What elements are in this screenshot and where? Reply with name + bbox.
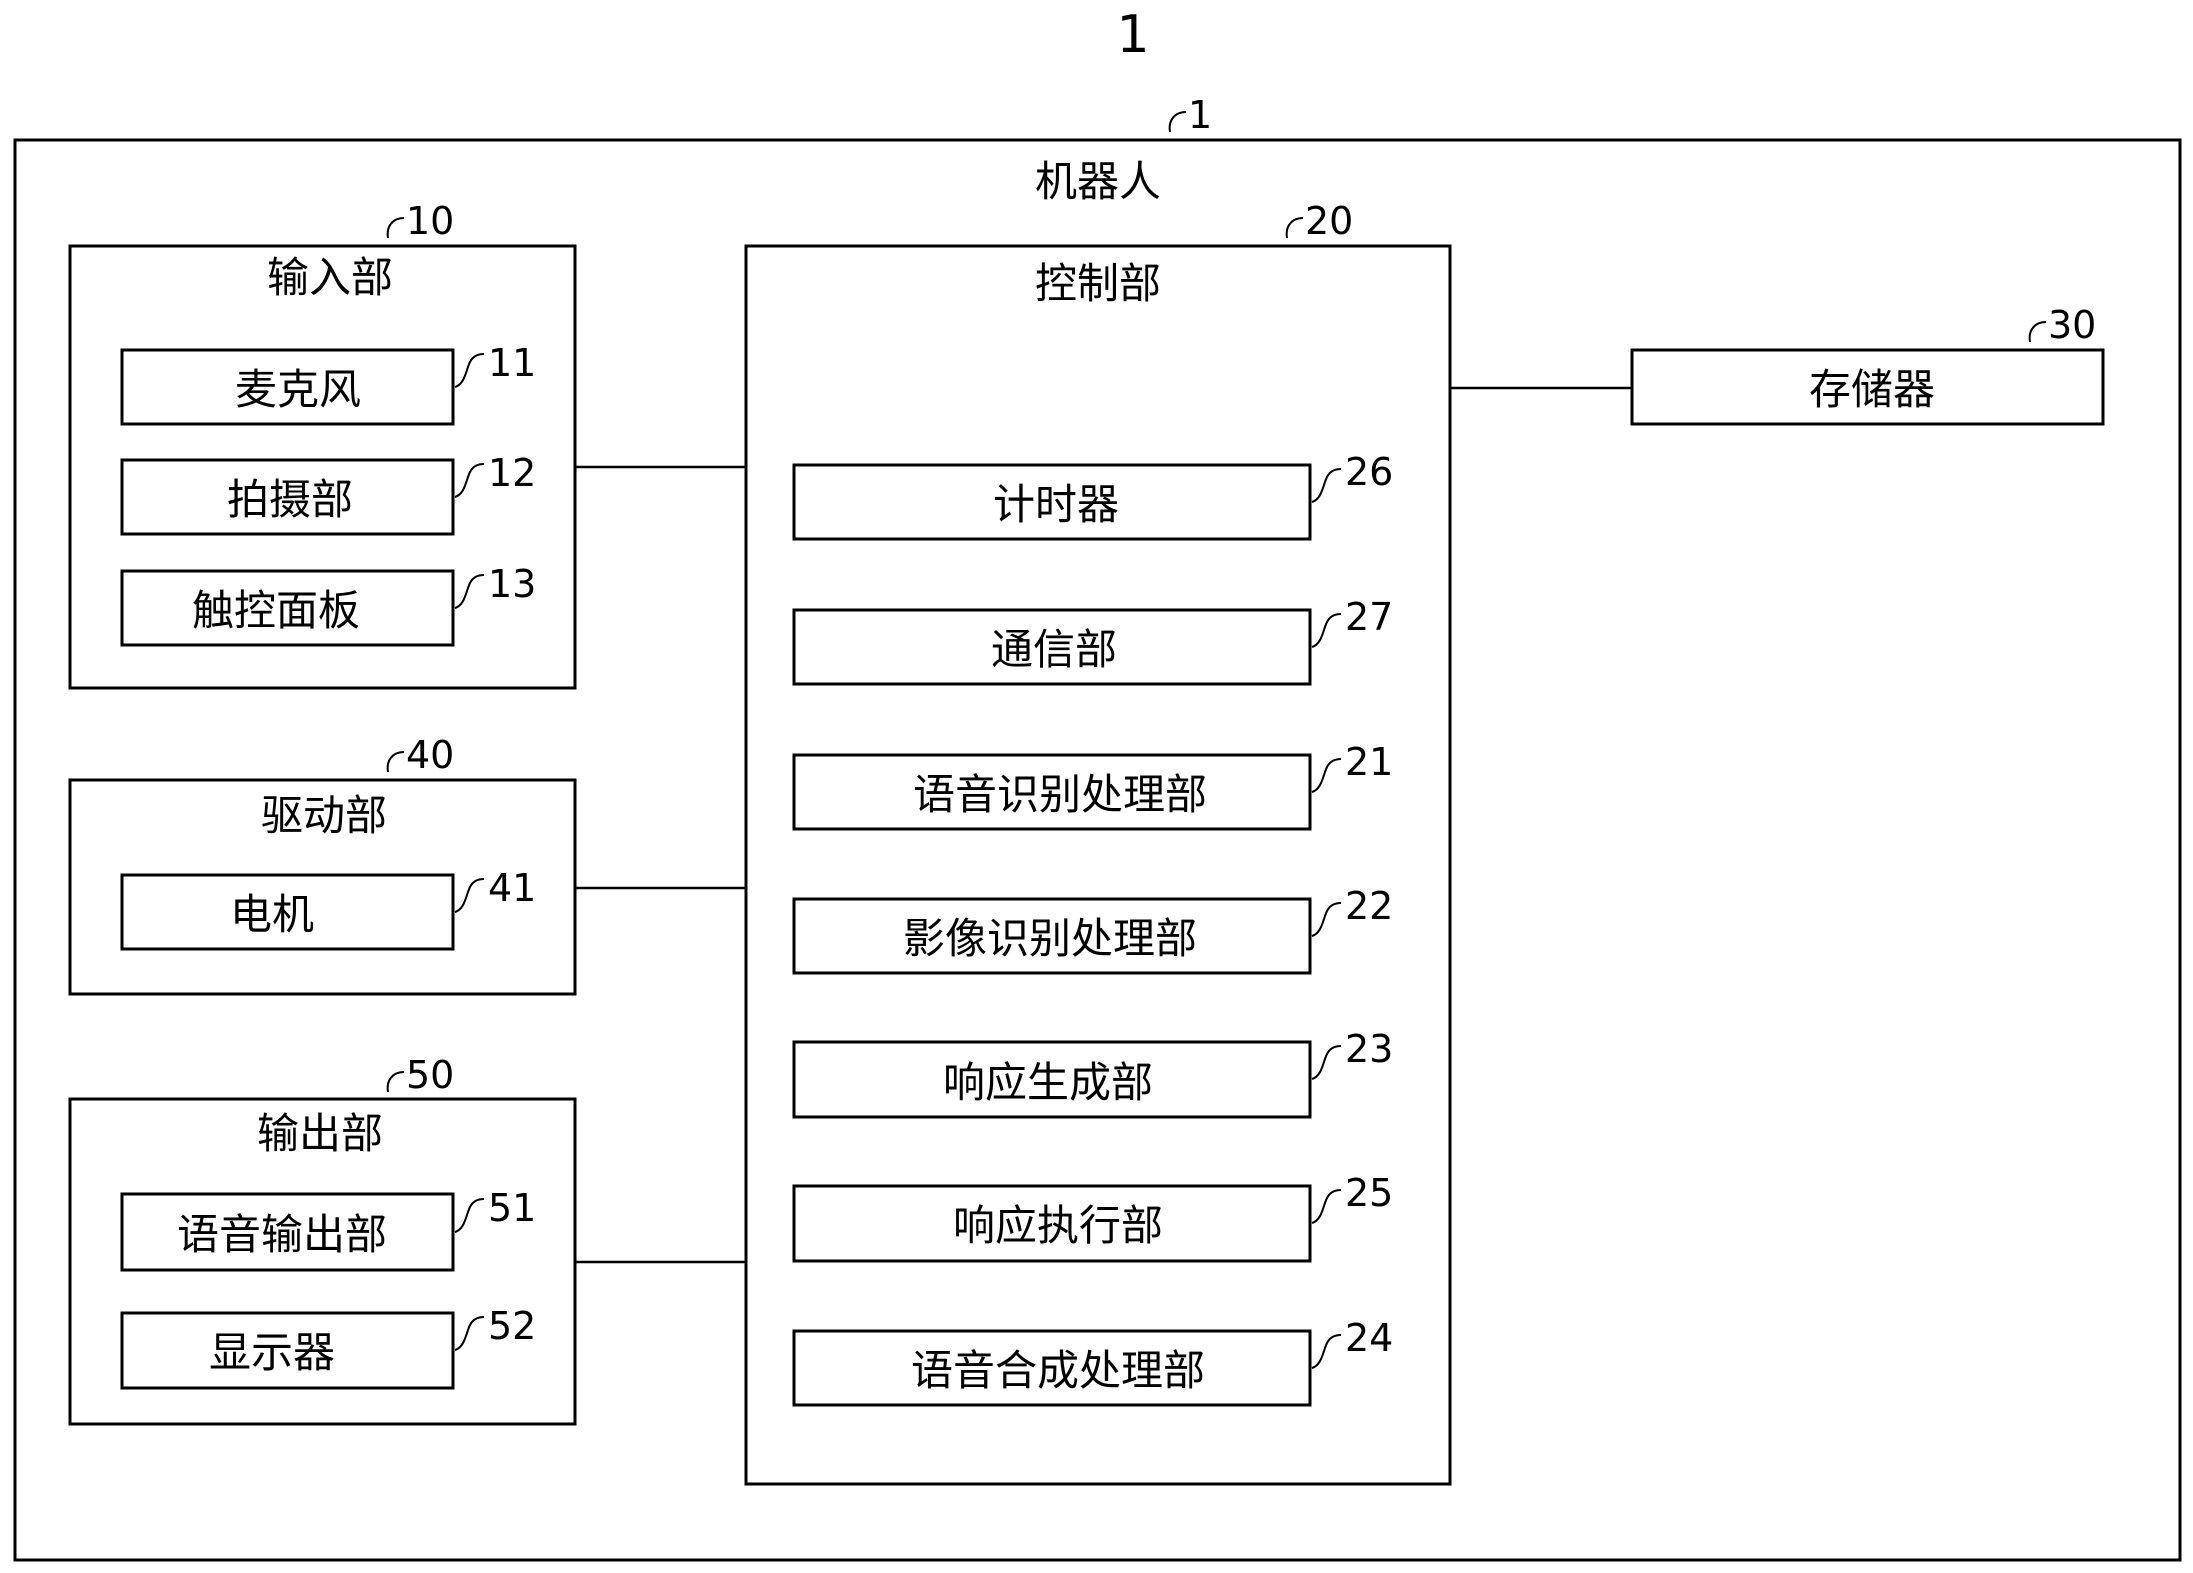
communication-box (792, 608, 1312, 686)
storage-label: 存储器 (1809, 365, 1935, 414)
storage-block: 存储器 30 (1630, 303, 2105, 426)
response-execution-ref: 25 (1345, 1171, 1393, 1215)
output-leader (386, 1071, 405, 1093)
camera-label: 拍摄部 (227, 475, 353, 524)
output-ref: 50 (406, 1053, 454, 1097)
speech-recognition-leader (1311, 758, 1342, 793)
control-frame (744, 244, 1452, 1486)
control-block: 控制部 20 计时器 26 通信部 27 语音识别处理部 21 影像识别处理部 … (744, 199, 1452, 1486)
drive-label: 驱动部 (261, 791, 387, 840)
response-execution-leader (1311, 1189, 1342, 1224)
microphone-ref: 11 (488, 341, 536, 385)
speech-synthesis-ref: 24 (1345, 1316, 1393, 1360)
image-recognition-leader (1311, 902, 1342, 937)
drive-ref: 40 (406, 733, 454, 777)
input-ref: 10 (406, 199, 454, 243)
output-block: 输出部 50 语音输出部 51 显示器 52 (68, 1053, 577, 1426)
display-label: 显示器 (209, 1328, 335, 1377)
image-recognition-ref: 22 (1345, 884, 1393, 928)
touch-panel-label: 触控面板 (192, 586, 360, 635)
camera-box (120, 458, 455, 536)
response-execution-box (792, 1184, 1312, 1263)
input-leader (386, 217, 405, 239)
speech-synthesis-leader (1311, 1334, 1342, 1369)
microphone-label: 麦克风 (235, 365, 361, 414)
display-leader (454, 1316, 485, 1351)
image-recognition-label: 影像识别处理部 (903, 914, 1197, 963)
drive-block: 驱动部 40 电机 41 (68, 733, 577, 996)
motor-leader (454, 878, 485, 913)
storage-ref: 30 (2048, 303, 2096, 347)
display-ref: 52 (488, 1304, 536, 1348)
response-generation-label: 响应生成部 (943, 1058, 1153, 1107)
control-ref: 20 (1305, 199, 1353, 243)
voice-output-ref: 51 (488, 1186, 536, 1230)
voice-output-leader (454, 1198, 485, 1233)
storage-leader (2028, 321, 2047, 343)
motor-label: 电机 (230, 890, 314, 939)
touch-panel-ref: 13 (488, 562, 536, 606)
camera-leader (454, 463, 485, 498)
robot-ref: 1 (1188, 93, 1212, 137)
microphone-leader (454, 353, 485, 388)
response-generation-box (792, 1040, 1312, 1119)
control-leader (1285, 217, 1304, 239)
display-box (120, 1311, 455, 1390)
figure-number: 1 (1116, 5, 1149, 65)
speech-synthesis-label: 语音合成处理部 (911, 1346, 1205, 1395)
voice-output-box (120, 1192, 455, 1272)
control-label: 控制部 (1035, 259, 1161, 308)
drive-leader (386, 751, 405, 773)
speech-recognition-box (792, 753, 1312, 831)
speech-synthesis-box (792, 1329, 1312, 1407)
communication-label: 通信部 (991, 625, 1117, 674)
speech-recognition-label: 语音识别处理部 (913, 770, 1207, 819)
input-label: 输入部 (267, 253, 393, 302)
output-label: 输出部 (257, 1109, 383, 1158)
motor-box (120, 873, 455, 951)
timer-ref: 26 (1345, 450, 1393, 494)
speech-recognition-ref: 21 (1345, 740, 1393, 784)
motor-ref: 41 (488, 866, 536, 910)
camera-ref: 12 (488, 451, 536, 495)
timer-leader (1311, 468, 1342, 503)
robot-label: 机器人 (1035, 157, 1161, 206)
timer-label: 计时器 (993, 480, 1119, 529)
timer-box (792, 463, 1312, 541)
storage-box (1630, 348, 2105, 426)
touch-panel-leader (454, 574, 485, 609)
response-generation-leader (1311, 1045, 1342, 1080)
robot-leader (1168, 111, 1187, 133)
touch-panel-box (120, 569, 455, 647)
response-generation-ref: 23 (1345, 1027, 1393, 1071)
response-execution-label: 响应执行部 (953, 1201, 1163, 1250)
communication-ref: 27 (1345, 595, 1393, 639)
input-block: 输入部 10 麦克风 11 拍摄部 12 触控面板 13 (68, 199, 577, 690)
image-recognition-box (792, 897, 1312, 975)
communication-leader (1311, 613, 1342, 648)
voice-output-label: 语音输出部 (177, 1210, 387, 1259)
microphone-box (120, 348, 455, 426)
